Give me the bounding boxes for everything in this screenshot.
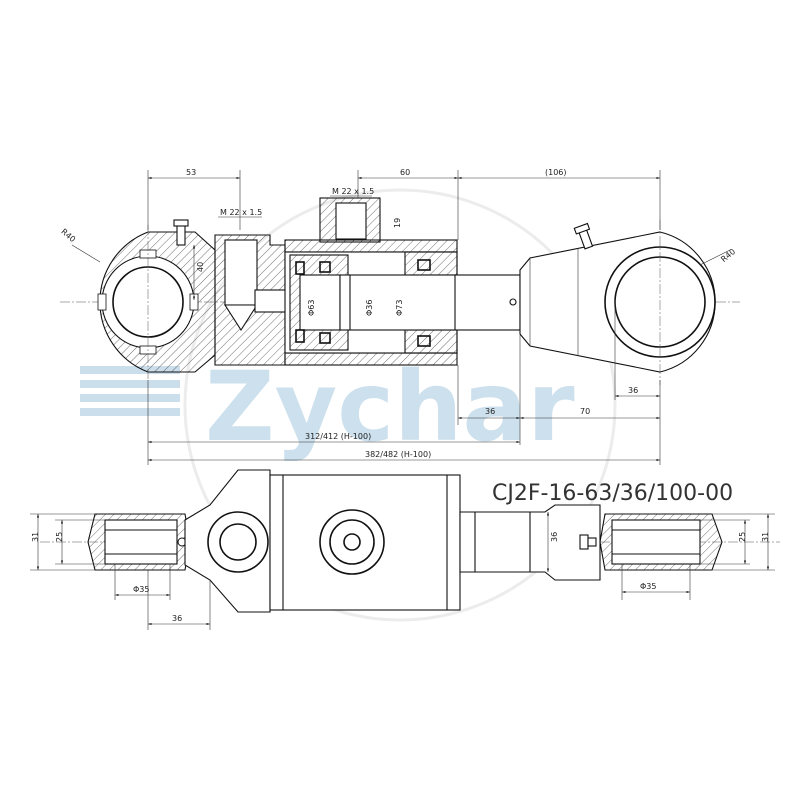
dim-side-dia-left: Φ35 — [133, 585, 149, 594]
dim-right-36: 36 — [628, 386, 638, 395]
grease-nipple-left — [173, 219, 189, 246]
side-cap-port-inner — [219, 523, 257, 561]
piston-rod — [339, 274, 521, 331]
watermark-text: Zychar — [205, 351, 575, 463]
watermark-stripes — [80, 366, 180, 416]
dim-dia-63: Φ63 — [307, 300, 316, 316]
side-tube-port-mid — [329, 519, 375, 565]
dim-side-right-31: 31 — [761, 532, 770, 542]
dim-53: 53 — [186, 168, 196, 177]
grease-nipple-right — [573, 222, 594, 250]
dim-r40-right: R40 — [719, 247, 737, 264]
side-grease-nipple — [579, 534, 597, 550]
dim-106: (106) — [545, 168, 567, 177]
tube-wall-bottom — [284, 352, 458, 366]
dim-length-closed: 312/412 (H-100) — [305, 432, 371, 441]
dim-thread-top: M 22 x 1.5 — [332, 187, 374, 196]
model-code: CJ2F-16-63/36/100-00 — [492, 481, 733, 506]
dim-length-total: 382/482 (H-100) — [365, 450, 431, 459]
side-cap-port-outer — [207, 511, 269, 573]
dim-side-bottom-36: 36 — [172, 614, 182, 623]
side-view: 31 25 25 31 36 Φ35 Φ35 — [30, 469, 780, 630]
side-tube-port-outer — [319, 509, 385, 575]
dim-dia-73: Φ73 — [395, 300, 404, 316]
side-tube — [269, 474, 461, 611]
watermark-ring — [183, 188, 617, 622]
dimensions-side: 31 25 25 31 36 Φ35 Φ35 — [30, 512, 775, 630]
cap-port-bore — [224, 239, 258, 306]
dim-side-right-25: 25 — [738, 532, 747, 542]
dim-rod-36: 36 — [485, 407, 495, 416]
dim-19: 19 — [393, 218, 402, 228]
dim-40: 40 — [196, 262, 205, 272]
dim-side-left-31: 31 — [31, 532, 40, 542]
side-cap-block — [184, 469, 271, 613]
watermark: Zychar — [80, 188, 617, 622]
dim-side-rod-36: 36 — [550, 532, 559, 542]
dim-rod-70: 70 — [580, 407, 590, 416]
dim-r40-left: R40 — [59, 227, 77, 244]
side-tube-port-inner — [343, 533, 361, 551]
dim-side-left-25: 25 — [55, 532, 64, 542]
dim-dia-36: Φ36 — [365, 300, 374, 316]
dim-thread-left: M 22 x 1.5 — [220, 208, 262, 217]
top-port-bore — [335, 202, 367, 240]
dimensions-section-bottom: 36 36 70 312/412 (H-100) 382/482 (H-100) — [147, 300, 661, 465]
dim-side-dia-right: Φ35 — [640, 582, 656, 591]
dim-60: 60 — [400, 168, 410, 177]
